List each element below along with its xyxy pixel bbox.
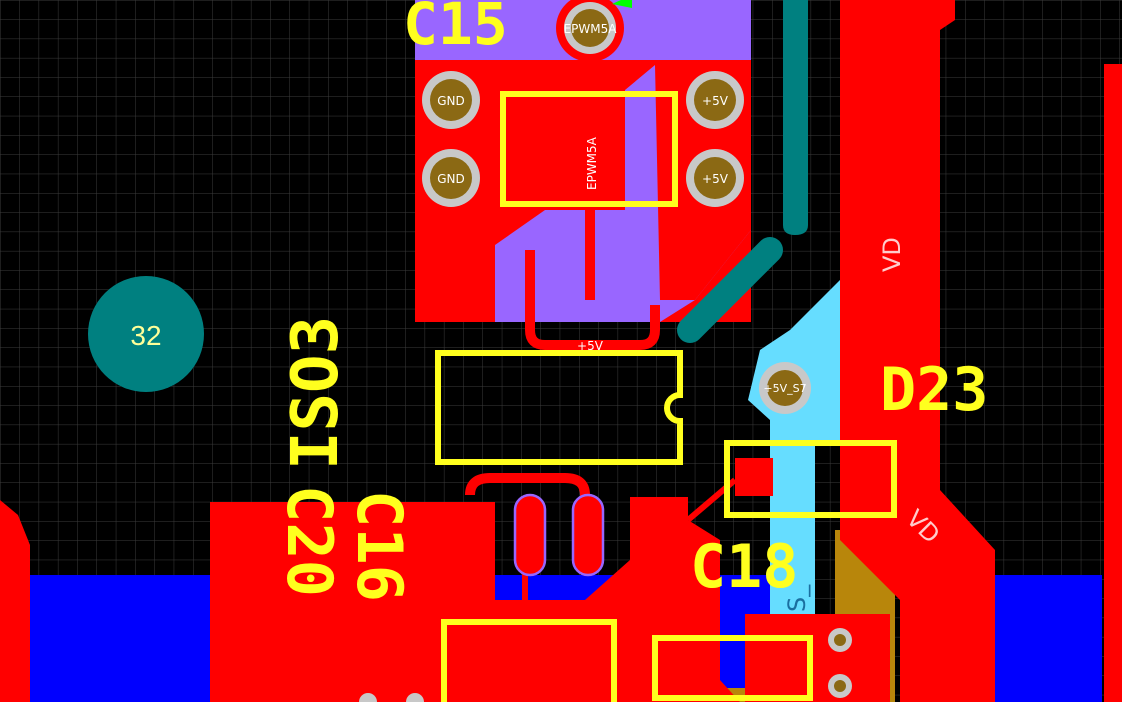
plus5v-trace[interactable] [525, 250, 660, 350]
plus5v-s7-label: +5V_S7 [763, 382, 806, 395]
trace-label-vd-1: VD [878, 237, 906, 272]
gnd-pad-1-center [430, 79, 472, 121]
iso3-oval-pad-2[interactable] [571, 493, 605, 577]
top-copper-right-edge[interactable] [1104, 64, 1122, 702]
c15-pad-center [571, 9, 609, 47]
small-via-3[interactable] [359, 693, 377, 702]
trace-label-s-partial: S_ [783, 584, 811, 612]
trace-label-epwm5a: EPWM5A [585, 136, 599, 190]
designator-iso3[interactable]: ISO3 [279, 316, 353, 470]
teal-trace-vertical[interactable] [783, 0, 808, 235]
inner-cyan-trace[interactable] [748, 280, 840, 614]
gnd-pad-2-label: GND [437, 172, 465, 186]
c18-footprint-outline [652, 635, 813, 701]
plus5v-s7-pad-center [767, 370, 803, 406]
top-copper-pour-bottom-right[interactable] [745, 614, 890, 702]
vd-corner [930, 0, 955, 30]
gnd-pad-1-label: GND [437, 94, 465, 108]
plus5v-pad-1-center [694, 79, 736, 121]
designator-c16[interactable]: C16 [343, 490, 416, 602]
gnd-pad-2-center [430, 157, 472, 199]
bottom-copper-pour-right[interactable] [990, 575, 1102, 702]
green-marker [612, 0, 632, 8]
bottom-copper-pour-left[interactable] [30, 575, 220, 702]
designator-c20[interactable]: C20 [273, 485, 346, 597]
teal-trace-diagonal[interactable] [677, 237, 783, 343]
plus5v-pad-2-center [694, 157, 736, 199]
trace-label-plus5v: +5V [577, 339, 604, 353]
d23-pad[interactable] [735, 458, 773, 496]
designator-c15[interactable]: C15 [403, 0, 508, 58]
iso3-footprint-outline [435, 350, 683, 465]
top-copper-left-edge[interactable] [0, 500, 30, 702]
mounting-hole-label: 32 [130, 320, 161, 351]
pad-label-epwm5a: EPWM5A [564, 22, 618, 36]
c15-footprint-outline [500, 91, 678, 207]
designator-d23[interactable]: D23 [880, 355, 988, 425]
c20-footprint-outline [441, 619, 617, 702]
plus5v-pad-1-label: +5V [702, 94, 729, 108]
vd-power-trace[interactable] [840, 0, 995, 702]
small-via-1-center [834, 634, 846, 646]
mounting-hole-32[interactable] [88, 276, 204, 392]
small-via-4[interactable] [406, 693, 424, 702]
small-via-2-center [834, 680, 846, 692]
top-copper-pour-bottom[interactable] [210, 497, 740, 702]
plus5v-pad-2-label: +5V [702, 172, 729, 186]
designator-c18[interactable]: C18 [690, 532, 798, 602]
iso3-pin-trace[interactable] [465, 473, 590, 505]
iso3-oval-pad-1[interactable] [513, 493, 547, 577]
d23-footprint-outline [724, 440, 897, 518]
